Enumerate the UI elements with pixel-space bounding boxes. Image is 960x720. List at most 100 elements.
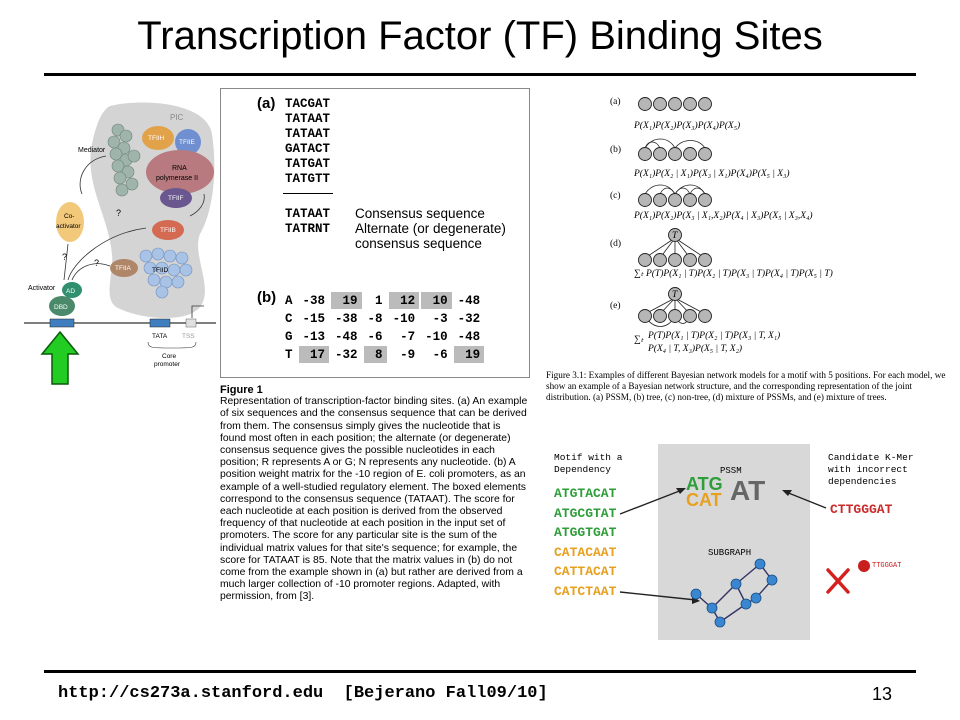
- pwm-cell: -10: [425, 329, 448, 344]
- candidate-heading-2: with incorrect: [828, 464, 908, 475]
- pssm-logo: ATG CAT: [686, 475, 723, 510]
- pwm-row: G -13 -48 -6 -7 -10 -48: [281, 328, 484, 345]
- pwm-cell: -38: [302, 293, 326, 308]
- tfiie-label: TFIIE: [179, 139, 196, 146]
- pwm-cell: -13: [302, 329, 326, 344]
- pwm-cell: -32: [457, 311, 481, 326]
- coactivator-label-2: activator: [56, 223, 81, 230]
- formula-c: P(X₁)P(X₂)P(X₃ | X₁,X₂)P(X₄ | X₃)P(X₅ | …: [633, 210, 813, 221]
- green-up-arrow-icon: [40, 330, 80, 385]
- ad-label: AD: [66, 288, 75, 295]
- sequence-list: TACGAT TATAAT TATAAT GATACT TATGAT TATGT…: [285, 97, 330, 187]
- question-mark-1: ?: [116, 208, 121, 218]
- motif-item: CATACAAT: [554, 544, 617, 560]
- tss-label: TSS: [182, 333, 195, 340]
- figure-1-heading: Figure 1: [220, 384, 263, 396]
- question-mark-3: ?: [94, 258, 99, 268]
- alternate-sequence: TATRNT: [285, 222, 331, 236]
- pwm-base: A: [285, 293, 293, 308]
- tfiib-label: TFIIB: [160, 227, 176, 234]
- rna-label-1: RNA: [172, 165, 187, 172]
- model-b-label: (b): [610, 144, 621, 155]
- sequence-item: GATACT: [285, 142, 331, 156]
- pwm-row: T 17 -32 8 -9 -6 19: [281, 346, 485, 363]
- model-e-label: (e): [610, 300, 621, 311]
- formula-e2: P(X₄ | T, X₃)P(X₅ | T, X₂): [647, 343, 742, 354]
- tfiia-label: TFIIA: [115, 265, 132, 272]
- sum-e: ∑ₜ: [634, 335, 644, 345]
- pwm-cell: 17: [298, 346, 330, 363]
- pwm-cell: -6: [367, 329, 383, 344]
- model-d-label: (d): [610, 238, 621, 249]
- sequence-item: TACGAT: [285, 97, 331, 111]
- activator-label: Activator: [28, 285, 56, 292]
- pwm-base: G: [285, 329, 293, 344]
- pwm-base: T: [285, 347, 293, 362]
- alternate-label: Alternate (or degenerate): [355, 221, 506, 236]
- pwm-row: A -38 19 1 12 10 -48: [281, 292, 484, 309]
- tfiih-label: TFIIH: [148, 135, 165, 142]
- mediator-label: Mediator: [78, 147, 106, 154]
- pwm-cell: 19: [453, 346, 485, 363]
- dependency-graphics: [619, 488, 870, 628]
- pwm-cell: -32: [335, 347, 358, 362]
- pwm-cell: 1: [375, 293, 383, 308]
- formula-d: ∑ₜ P(T)P(X₁ | T)P(X₂ | T)P(X₃ | T)P(X₄ |…: [634, 268, 833, 279]
- core-label-1: Core: [162, 353, 176, 360]
- dependency-panel: Motif with a Dependency Candidate K-Mer …: [546, 444, 950, 640]
- formula-a: P(X₁)P(X₂)P(X₃)P(X₄)P(X₅): [633, 120, 740, 131]
- candidate-kmer: CTTGGGAT: [830, 502, 893, 517]
- panel-a-label: (a): [257, 95, 276, 112]
- model-c-label: (c): [610, 190, 621, 201]
- bayesian-network-models: (a) P(X₁)P(X₂)P(X₃)P(X₄)P(X₅) (b) P(X₁)P…: [610, 96, 833, 354]
- logo-bottom: CAT: [686, 490, 722, 510]
- formula-b: P(X₁)P(X₂ | X₁)P(X₃ | X₁)P(X₄)P(X₅ | X₃): [633, 168, 790, 179]
- slide-title: Transcription Factor (TF) Binding Sites: [137, 14, 823, 58]
- pwm-cell: -48: [457, 293, 481, 308]
- question-mark-2: ?: [62, 252, 67, 262]
- tfiif-label: TFIIF: [168, 195, 184, 202]
- footer-url: http://cs273a.stanford.edu [Bejerano Fal…: [58, 684, 548, 703]
- pwm-cell: -7: [400, 329, 416, 344]
- model-a-label: (a): [610, 96, 621, 107]
- motif-item: ATGGTGAT: [554, 525, 617, 540]
- pwm-cell: 12: [388, 292, 420, 309]
- pwm-cell: -9: [400, 347, 416, 362]
- logo-stack: AT: [730, 475, 766, 506]
- root-label-d: T: [672, 231, 678, 241]
- footer-rule: [44, 670, 916, 673]
- pwm-cell: -48: [457, 329, 481, 344]
- subgraph-label: SUBGRAPH: [708, 548, 752, 558]
- sequence-item: TATAAT: [285, 127, 331, 141]
- title-underline: [44, 73, 916, 76]
- pwm-cell: -8: [367, 311, 383, 326]
- binding-site-panel: (a) TACGAT TATAAT TATAAT GATACT TATGAT T…: [220, 88, 530, 378]
- pwm-cell: -10: [392, 311, 416, 326]
- motif-item: CATCTAAT: [554, 583, 617, 599]
- pwm-row: C -15 -38 -8 -10 -3 -32: [281, 310, 484, 327]
- motif-item: CATTACAT: [554, 564, 617, 579]
- consensus-label: Consensus sequence: [355, 206, 485, 221]
- figure-1-caption: Figure 1 Representation of transcription…: [220, 384, 528, 604]
- figure-3-1-caption: Figure 3.1: Examples of different Bayesi…: [546, 370, 946, 402]
- motif-heading-2: Dependency: [554, 464, 612, 475]
- candidate-heading-1: Candidate K-Mer: [828, 452, 914, 463]
- pwm-cell: -6: [432, 347, 448, 362]
- model-a-nodes: [638, 97, 712, 111]
- pic-label: PIC: [170, 113, 184, 122]
- position-weight-matrix: A -38 19 1 12 10 -48 C -15 -38 -8 -10 -3…: [279, 291, 486, 364]
- tfiid-label: TFIID: [152, 267, 169, 274]
- tata-label: TATA: [152, 333, 168, 340]
- candidate-heading-3: dependencies: [828, 476, 897, 487]
- pwm-cell: -3: [432, 311, 448, 326]
- core-label-2: promoter: [154, 361, 181, 368]
- sequence-item: TATAAT: [285, 112, 331, 126]
- pwm-cell: -38: [335, 311, 358, 326]
- motif-item: ATGCGTAT: [554, 505, 617, 521]
- motif-item: ATGTACAT: [554, 486, 617, 501]
- formula-e1: P(T)P(X₁ | T)P(X₂ | T)P(X₃ | T, X₁): [647, 330, 780, 341]
- pwm-base: C: [285, 311, 293, 326]
- consensus-sequence: TATAAT: [285, 207, 331, 221]
- pwm-cell: -15: [302, 311, 326, 326]
- rejected-kmer: TTGGGAT: [872, 562, 902, 570]
